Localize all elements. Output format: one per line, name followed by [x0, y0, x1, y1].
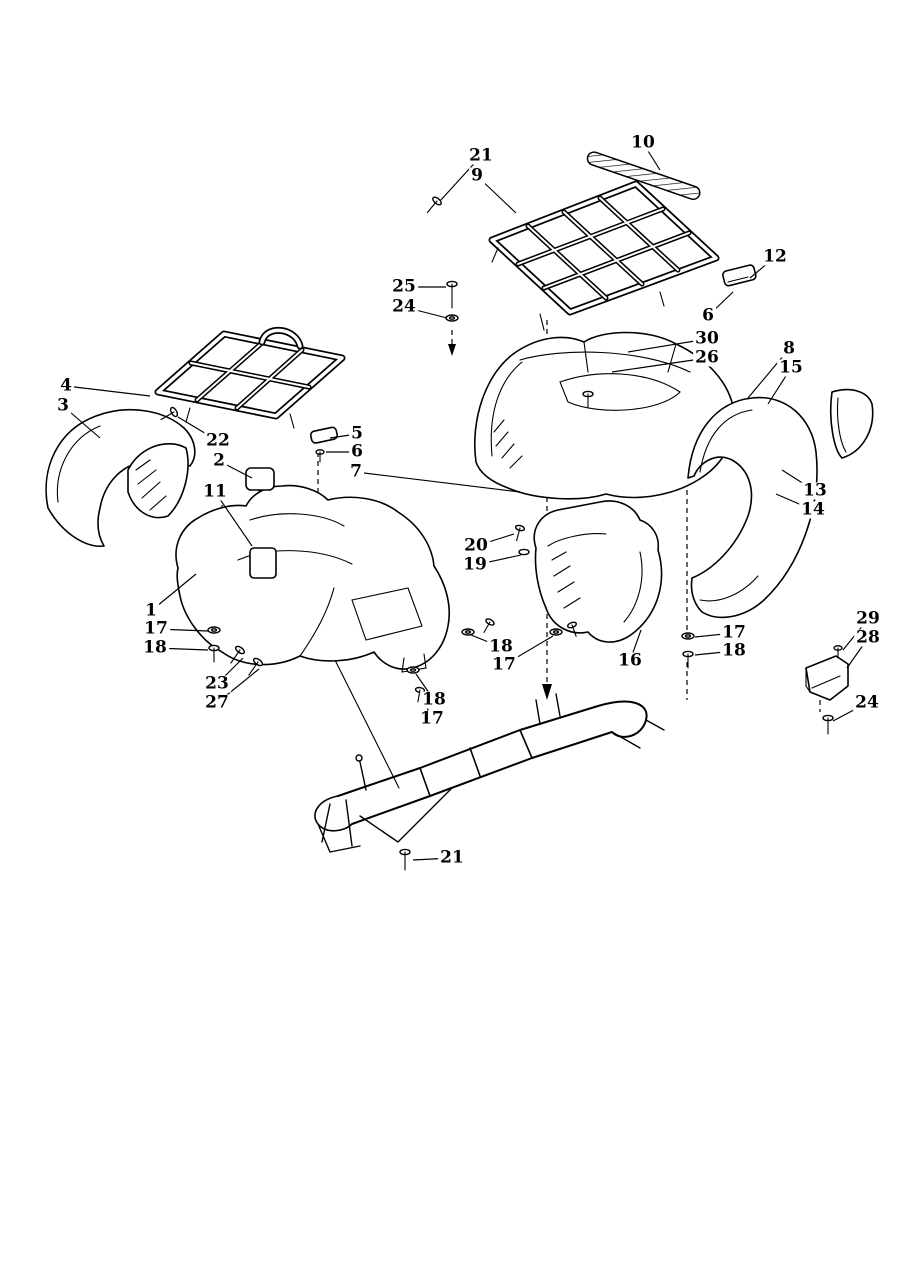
- part-number-label: 16: [616, 650, 644, 671]
- part-number-label: 22: [204, 430, 232, 451]
- fasteners: [160, 196, 843, 871]
- part-number-label: 24: [853, 692, 881, 713]
- part-number-label: 11: [201, 481, 229, 502]
- part-number-label: 17: [720, 622, 748, 643]
- part-number-label: 17: [418, 708, 446, 729]
- side-panel-right: [829, 388, 874, 459]
- part-number-label: 20: [462, 535, 490, 556]
- front-fender: [175, 484, 451, 673]
- rear-rack: [488, 180, 720, 331]
- part-number-label: 21: [438, 847, 466, 868]
- part-number-label: 29: [854, 608, 882, 629]
- part-number-label: 18: [720, 640, 748, 661]
- part-number-label: 12: [761, 246, 789, 267]
- part-number-label: 6: [700, 305, 716, 326]
- mud-deflector: [533, 500, 663, 643]
- part-number-label: 27: [203, 692, 231, 713]
- frame-chassis: [314, 693, 665, 853]
- part-number-label: 7: [348, 461, 364, 482]
- part-number-label: 24: [390, 296, 418, 317]
- part-number-label: 25: [390, 276, 418, 297]
- part-number-label: 26: [693, 347, 721, 368]
- part-number-label: 8: [781, 338, 797, 359]
- part-number-label: 9: [469, 165, 485, 186]
- part-number-label: 30: [693, 328, 721, 349]
- bracket-right: [805, 655, 849, 701]
- part-number-label: 10: [629, 132, 657, 153]
- leader-line: [611, 357, 708, 373]
- grab-bar: [586, 151, 701, 201]
- rack-flap: [722, 264, 757, 287]
- pad-small: [245, 467, 275, 491]
- part-number-label: 2: [211, 450, 227, 471]
- part-number-label: 17: [142, 618, 170, 639]
- part-number-label: 13: [801, 480, 829, 501]
- part-number-label: 19: [461, 554, 489, 575]
- leader-line: [355, 471, 521, 493]
- part-number-label: 1: [143, 600, 159, 621]
- inner-fender-left: [127, 443, 189, 519]
- part-number-label: 15: [777, 357, 805, 378]
- part-number-label: 23: [203, 673, 231, 694]
- part-number-label: 17: [490, 654, 518, 675]
- part-number-label: 18: [420, 689, 448, 710]
- leader-line: [65, 385, 151, 397]
- leader-line: [214, 491, 253, 547]
- part-number-label: 28: [854, 627, 882, 648]
- part-number-label: 6: [349, 441, 365, 462]
- part-number-label: 3: [55, 395, 71, 416]
- part-number-label: 4: [58, 375, 74, 396]
- rear-fender-flare-right: [687, 396, 818, 619]
- part-number-label: 5: [349, 423, 365, 444]
- part-number-label: 18: [487, 636, 515, 657]
- part-number-label: 18: [141, 637, 169, 658]
- part-number-label: 21: [467, 145, 495, 166]
- part-number-label: 14: [799, 499, 827, 520]
- front-rack: [154, 326, 346, 429]
